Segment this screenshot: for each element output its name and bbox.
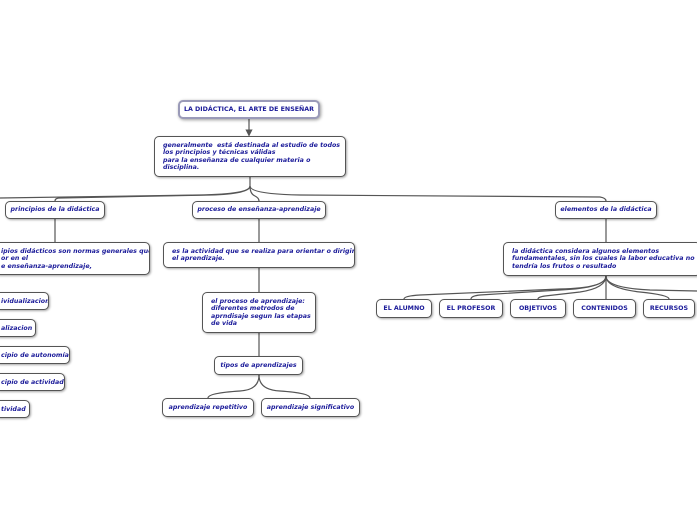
repetitivo-connector: [207, 374, 260, 399]
proceso-desc-node[interactable]: es la actividad que se realiza para orie…: [163, 242, 355, 268]
principios-label: principios de la didáctica: [10, 206, 100, 214]
el-profesor-label: EL PROFESOR: [446, 304, 496, 312]
contenidos-node[interactable]: CONTENIDOS: [573, 299, 636, 318]
el-profesor-node[interactable]: EL PROFESOR: [439, 299, 503, 318]
definition-node[interactable]: generalmente está destinada al estudio d…: [154, 136, 346, 177]
branch-connector-proceso: [249, 185, 260, 202]
aprendizaje-repetitivo-label: aprendizaje repetitivo: [168, 403, 248, 411]
branch-connector-elementos: [249, 185, 607, 202]
recursos-connector: [605, 275, 670, 300]
principio-actividad-label: cipio de actividad: [1, 379, 64, 386]
objetivos-node[interactable]: OBJETIVOS: [510, 299, 566, 318]
alumno-connector: [403, 275, 607, 300]
tipos-aprendizajes-label: tipos de aprendizajes: [220, 361, 297, 369]
proceso-desc-label: es la actividad que se realiza para orie…: [172, 248, 355, 263]
principio-socializacion-label: alizacion: [1, 325, 33, 332]
principios-desc-label: ipios didácticos son normas generales qu…: [1, 248, 149, 270]
significativo-connector: [258, 374, 311, 399]
objetivos-label: OBJETIVOS: [518, 304, 558, 312]
principio-individualizacion-label: ividualizacion: [1, 298, 49, 305]
elementos-node[interactable]: elementos de la didáctica: [555, 201, 657, 219]
principio-actividad-node[interactable]: cipio de actividad: [0, 373, 65, 391]
profesor-connector: [470, 275, 607, 300]
recursos-label: RECURSOS: [649, 304, 689, 312]
proceso-node[interactable]: proceso de enseñanza-aprendizaje: [192, 201, 326, 219]
aprendizaje-significativo-label: aprendizaje significativo: [266, 403, 355, 411]
elementos-desc-label: la didáctica considera algunos elementos…: [512, 248, 695, 270]
tipos-aprendizajes-node[interactable]: tipos de aprendizajes: [214, 356, 303, 375]
aprendizaje-repetitivo-node[interactable]: aprendizaje repetitivo: [162, 398, 254, 417]
proceso-aprendizaje-label: el proceso de aprendizaje: diferentes me…: [211, 298, 311, 328]
edge-connector-right: [605, 275, 697, 292]
elementos-desc-node[interactable]: la didáctica considera algunos elementos…: [503, 242, 697, 276]
objetivos-connector: [537, 275, 607, 300]
principio-creatividad-node[interactable]: tividad: [0, 400, 30, 418]
root-label: LA DIDÁCTICA, EL ARTE DE ENSEÑAR: [183, 105, 315, 113]
recursos-node[interactable]: RECURSOS: [643, 299, 695, 318]
principio-autonomia-node[interactable]: cipio de autonomía: [0, 346, 70, 364]
contenidos-label: CONTENIDOS: [581, 304, 628, 312]
principio-individualizacion-node[interactable]: ividualizacion: [0, 292, 49, 310]
principio-autonomia-label: cipio de autonomía: [1, 352, 69, 359]
principio-creatividad-label: tividad: [1, 406, 26, 413]
branch-connector-left-edge: [0, 185, 251, 199]
principio-socializacion-node[interactable]: alizacion: [0, 319, 36, 337]
root-node[interactable]: LA DIDÁCTICA, EL ARTE DE ENSEÑAR: [178, 100, 320, 119]
principios-node[interactable]: principios de la didáctica: [5, 201, 105, 219]
proceso-aprendizaje-node[interactable]: el proceso de aprendizaje: diferentes me…: [202, 292, 316, 333]
aprendizaje-significativo-node[interactable]: aprendizaje significativo: [261, 398, 360, 417]
el-alumno-label: EL ALUMNO: [383, 304, 425, 312]
elementos-label: elementos de la didáctica: [560, 206, 652, 214]
branch-connector-principios: [54, 177, 251, 202]
proceso-label: proceso de enseñanza-aprendizaje: [197, 206, 321, 214]
el-alumno-node[interactable]: EL ALUMNO: [376, 299, 432, 318]
definition-label: generalmente está destinada al estudio d…: [163, 142, 341, 172]
principios-desc-node[interactable]: ipios didácticos son normas generales qu…: [0, 242, 150, 275]
